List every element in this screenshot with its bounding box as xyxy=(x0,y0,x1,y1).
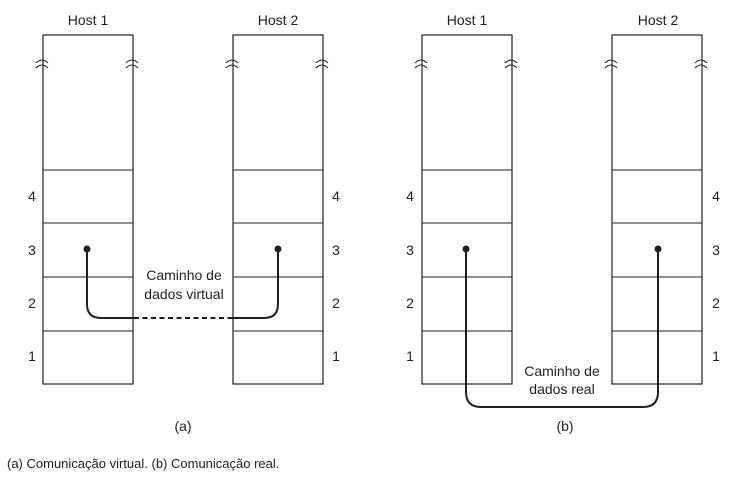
panel-a-path-solid-right xyxy=(232,249,279,319)
panel-a-host2-break-left-icon xyxy=(225,59,239,69)
panel-a-path-solid-left xyxy=(86,249,134,319)
panel-b-host1-title: Host 1 xyxy=(447,12,488,28)
panel-a-layer-numbers-right: 4 3 2 1 xyxy=(332,188,340,364)
panel-a-host2-title: Host 2 xyxy=(258,12,299,28)
panel-b-host1-break-right-icon xyxy=(504,59,518,69)
panel-a-endpoint-host2 xyxy=(274,245,282,253)
panel-b-layer-number: 2 xyxy=(712,295,720,311)
panel-a-label: (a) xyxy=(174,418,191,434)
panel-b-layer-numbers-left: 4 3 2 1 xyxy=(406,188,414,364)
panel-b-layer-numbers-right: 4 3 2 1 xyxy=(712,188,720,364)
panel-b-path-label-line2: dados real xyxy=(529,381,594,397)
panel-a-host1-box xyxy=(42,34,134,385)
panel-a-layer-numbers-left: 4 3 2 1 xyxy=(28,188,36,364)
panel-a: Host 1 Host 2 4 3 2 1 4 xyxy=(28,12,340,434)
panel-b-endpoint-host2 xyxy=(654,245,662,253)
panel-b-layer-number: 3 xyxy=(712,242,720,258)
panel-b-host1-break-left-icon xyxy=(414,59,428,69)
panel-a-layer-number: 3 xyxy=(28,242,36,258)
panel-b-layer-number: 4 xyxy=(406,188,414,204)
panel-b-label: (b) xyxy=(556,418,573,434)
panel-b-host2-break-left-icon xyxy=(604,59,618,69)
panel-b-layer-number: 1 xyxy=(712,348,720,364)
panel-a-layer-number: 2 xyxy=(28,295,36,311)
panel-a-layer-number: 4 xyxy=(332,188,340,204)
panel-a-layer-number: 1 xyxy=(332,348,340,364)
panel-a-host1-break-left-icon xyxy=(35,59,49,69)
panel-b-layer-number: 1 xyxy=(406,348,414,364)
panel-a-host2-break-right-icon xyxy=(315,59,329,69)
panel-b-host2-break-right-icon xyxy=(694,59,708,69)
panel-a-host1-title: Host 1 xyxy=(68,12,109,28)
panel-b-host2-title: Host 2 xyxy=(638,12,679,28)
panel-b-layer-number: 4 xyxy=(712,188,720,204)
panel-b-layer-number: 2 xyxy=(406,295,414,311)
panel-a-endpoint-host1 xyxy=(83,245,91,253)
panel-a-layer-number: 4 xyxy=(28,188,36,204)
panel-a-path-label-line1: Caminho de xyxy=(146,267,222,283)
panel-a-layer-number: 1 xyxy=(28,348,36,364)
figure-caption: (a) Comunicação virtual. (b) Comunicação… xyxy=(7,456,280,471)
panel-b-endpoint-host1 xyxy=(462,245,470,253)
panel-b-host2-stack: Host 2 xyxy=(604,12,708,385)
panel-b-layer-number: 3 xyxy=(406,242,414,258)
panel-a-host2-box xyxy=(232,34,324,385)
panel-a-host1-stack: Host 1 xyxy=(35,12,139,385)
panel-b-path-label-line1: Caminho de xyxy=(524,363,600,379)
panel-a-host1-break-right-icon xyxy=(125,59,139,69)
panel-b: Host 1 Host 2 4 3 2 1 4 xyxy=(406,12,720,434)
panel-a-host2-stack: Host 2 xyxy=(225,12,329,385)
panel-a-path-label-line2: dados virtual xyxy=(144,286,223,302)
panel-a-layer-number: 2 xyxy=(332,295,340,311)
panel-b-path-real xyxy=(465,249,659,408)
panel-a-layer-number: 3 xyxy=(332,242,340,258)
